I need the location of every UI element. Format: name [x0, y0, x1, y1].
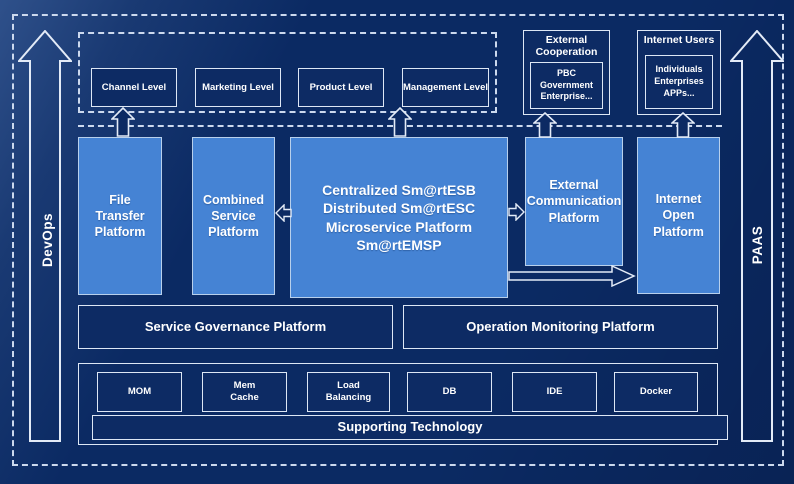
supporting-technology-bar: Supporting Technology	[92, 415, 728, 440]
tech-label: DB	[442, 386, 457, 398]
operation-monitoring-platform-box: Operation Monitoring Platform	[403, 305, 718, 349]
outer-dashed-border	[12, 14, 784, 466]
level-label: Product Level	[309, 81, 373, 93]
platform-label: Centralized Sm@rtESB Distributed Sm@rtES…	[322, 182, 476, 253]
devops-rail-label: DevOps	[39, 212, 55, 268]
tech-label: Load Balancing	[325, 380, 372, 403]
tech-box-docker: Docker	[614, 372, 698, 412]
combined-service-platform-box: Combined Service Platform	[192, 137, 275, 295]
tech-label: Mem Cache	[230, 380, 259, 403]
level-label: Channel Level	[101, 81, 167, 93]
channel-layer-dashed-box	[78, 32, 497, 113]
governance-label: Service Governance Platform	[144, 318, 327, 334]
external-communication-platform-box: External Communication Platform	[525, 137, 623, 266]
right-arrow-icon	[508, 203, 525, 221]
tech-label: Docker	[639, 386, 673, 398]
supporting-technology-label: Supporting Technology	[337, 419, 483, 435]
level-label: Management Level	[403, 81, 488, 93]
tech-label: IDE	[546, 386, 563, 398]
up-arrow-icon	[671, 112, 695, 138]
tech-box-ide: IDE	[512, 372, 597, 412]
platform-label: Combined Service Platform	[202, 192, 265, 240]
governance-label: Operation Monitoring Platform	[466, 318, 655, 334]
internet-users-members: Individuals Enterprises APPs...	[645, 55, 713, 109]
tech-box-mom: MOM	[97, 372, 182, 412]
long-right-arrow-icon	[508, 265, 636, 287]
level-box-management: Management Level	[402, 68, 489, 107]
up-arrow-icon	[533, 112, 557, 138]
up-arrow-icon	[388, 107, 412, 137]
external-cooperation-box: External Cooperation PBC Government Ente…	[523, 30, 610, 115]
tech-box-db: DB	[407, 372, 492, 412]
level-label: Marketing Level	[202, 81, 274, 93]
platform-label: Internet Open Platform	[653, 192, 704, 239]
supporting-technology-container	[78, 363, 718, 445]
external-cooperation-members: PBC Government Enterprise...	[530, 62, 603, 109]
paas-up-arrow-icon	[730, 30, 784, 442]
internet-users-title: Internet Users	[643, 34, 715, 46]
external-cooperation-title: External Cooperation	[535, 34, 598, 59]
level-box-marketing: Marketing Level	[195, 68, 281, 107]
left-arrow-icon	[275, 204, 292, 222]
devops-up-arrow-icon	[18, 30, 72, 442]
esb-core-platform-box: Centralized Sm@rtESB Distributed Sm@rtES…	[290, 137, 508, 298]
platform-label: File Transfer Platform	[94, 192, 146, 240]
level-box-channel: Channel Level	[91, 68, 177, 107]
service-governance-platform-box: Service Governance Platform	[78, 305, 393, 349]
paas-rail-label: PAAS	[749, 225, 765, 265]
tech-label: MOM	[127, 386, 152, 398]
level-box-product: Product Level	[298, 68, 384, 107]
internet-open-platform-box: Internet Open Platform	[637, 137, 720, 294]
tech-box-load-balancing: Load Balancing	[307, 372, 390, 412]
file-transfer-platform-box: File Transfer Platform	[78, 137, 162, 295]
platform-label: External Communication Platform	[526, 178, 622, 225]
up-arrow-icon	[111, 107, 135, 137]
tech-box-mem-cache: Mem Cache	[202, 372, 287, 412]
internet-users-box: Internet Users Individuals Enterprises A…	[637, 30, 721, 115]
